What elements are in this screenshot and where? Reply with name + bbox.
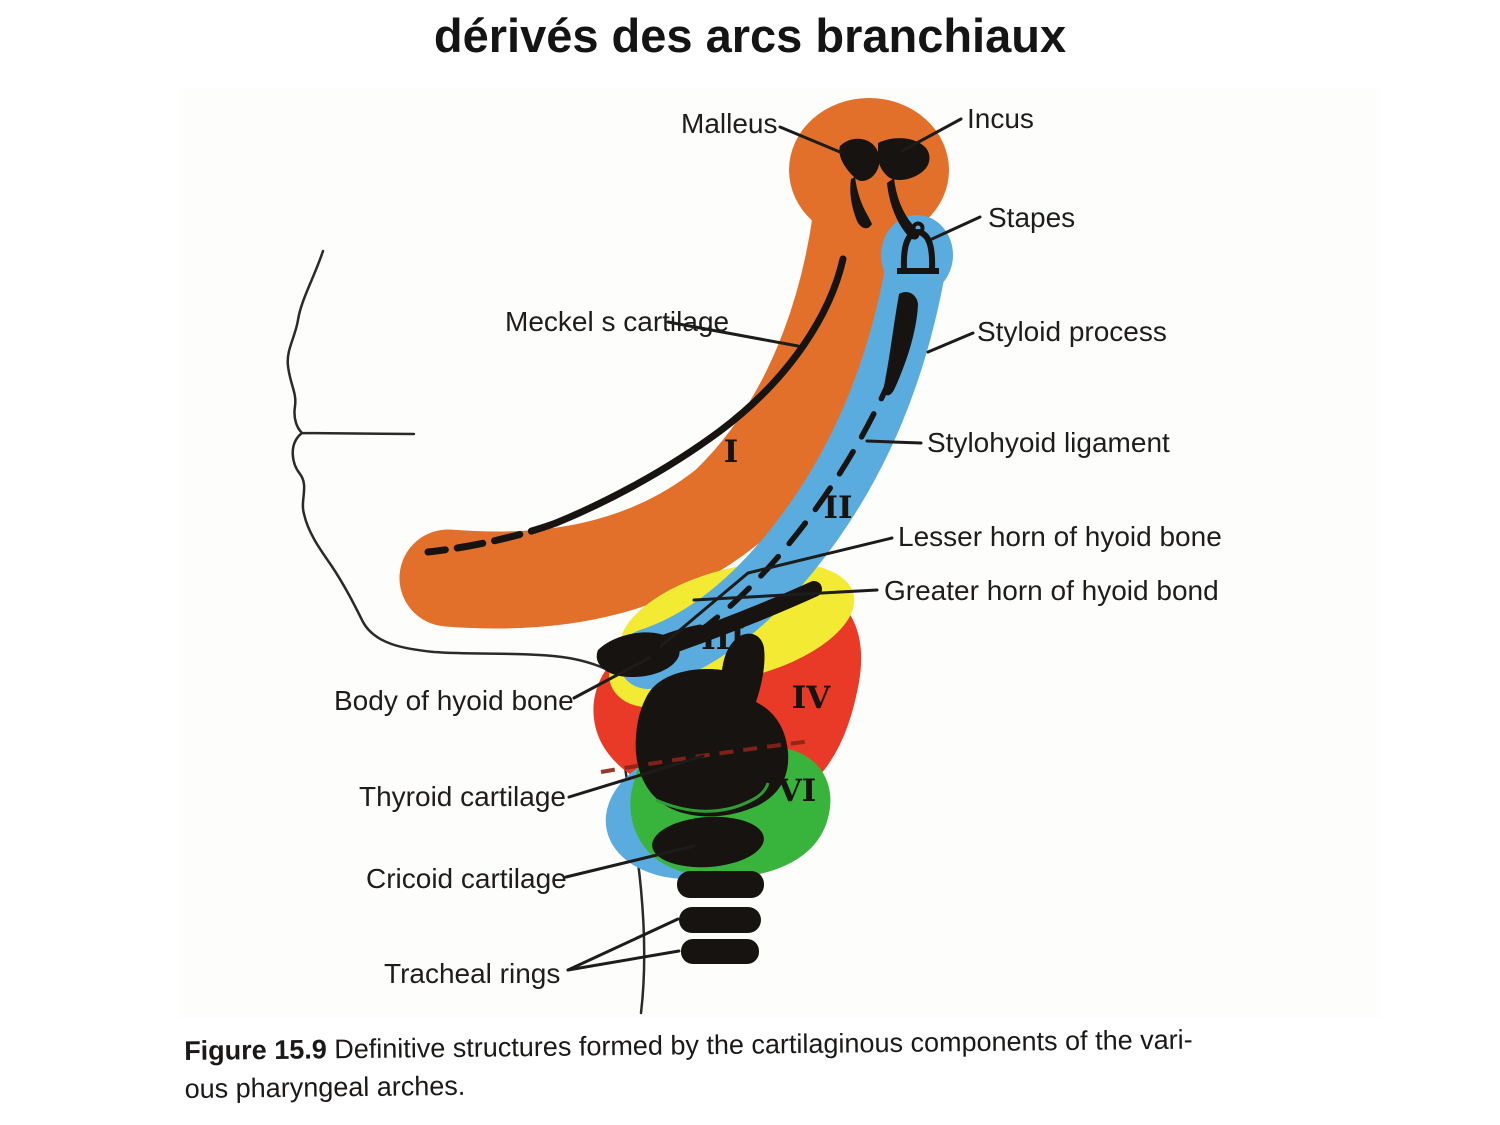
label-stapes: Stapes xyxy=(988,202,1075,233)
tracheal-ring-1 xyxy=(677,871,764,898)
caption-text-1: Definitive structures formed by the cart… xyxy=(326,1024,1193,1065)
tracheal-leader-1 xyxy=(566,917,680,972)
meckel-cartilage-line xyxy=(552,255,847,527)
greater-horn-shape xyxy=(622,581,822,668)
caption-text-2: ous pharyngeal arches. xyxy=(184,1070,466,1104)
tracheal-ring-3 xyxy=(681,939,759,964)
cricoid-cartilage-shape xyxy=(652,816,764,868)
label-thyroid: Thyroid cartilage xyxy=(359,781,566,812)
figure-labels: Malleus Incus Stapes Meckel s cartilage … xyxy=(334,103,1222,989)
malleus-shape xyxy=(839,138,880,229)
label-body-hyoid: Body of hyoid bone xyxy=(334,685,574,716)
stapes-leader xyxy=(930,215,982,241)
stapes-head xyxy=(911,221,925,235)
tracheal-rings-shapes xyxy=(677,871,764,964)
numeral-arch2: II xyxy=(823,490,852,526)
numeral-arch6: VI xyxy=(777,773,817,809)
thyroid-cricoid-separation xyxy=(655,782,770,813)
greater-horn-leader xyxy=(692,588,879,602)
incus-leader xyxy=(900,117,963,153)
meckel-cartilage-line-dashed xyxy=(424,519,560,556)
label-tracheal: Tracheal rings xyxy=(384,958,560,989)
label-incus: Incus xyxy=(967,103,1034,134)
arch-boundary-dashed-line xyxy=(600,739,813,774)
numeral-arch4: IV xyxy=(792,680,832,716)
malleus-leader xyxy=(778,125,842,154)
tracheal-leader-2 xyxy=(566,949,681,972)
meckel-leader xyxy=(666,320,800,348)
incus-shape xyxy=(878,138,930,240)
figure-caption: Figure 15.9 Definitive structures formed… xyxy=(184,1018,1405,1108)
body-hyoid-leader xyxy=(572,656,651,700)
page-title: dérivés des arcs branchiaux xyxy=(433,9,1067,62)
tracheal-ring-2 xyxy=(679,907,761,933)
label-meckel: Meckel s cartilage xyxy=(505,306,729,337)
arch1-band xyxy=(399,123,915,629)
caption-figure-label: Figure 15.9 xyxy=(184,1034,327,1066)
leader-lines xyxy=(564,117,982,972)
label-styloid: Styloid process xyxy=(977,316,1167,347)
cricoid-leader xyxy=(564,844,696,879)
label-malleus: Malleus xyxy=(681,108,777,139)
label-stylohyoid: Stylohyoid ligament xyxy=(927,427,1170,458)
label-greater-horn: Greater horn of hyoid bond xyxy=(884,575,1219,606)
numeral-arch3: III xyxy=(701,621,745,657)
numeral-arch1: I xyxy=(724,434,739,470)
styloid-process-shape xyxy=(883,292,918,396)
stapes-shape xyxy=(897,221,939,274)
arch-numerals: I II III IV VI xyxy=(701,434,852,809)
lesser-horn-leader xyxy=(659,536,894,648)
styloid-leader xyxy=(926,331,975,354)
thyroid-cartilage-shape xyxy=(635,633,789,817)
hyoid-bone-shapes xyxy=(596,581,822,678)
label-cricoid: Cricoid cartilage xyxy=(366,863,567,894)
label-lesser-horn: Lesser horn of hyoid bone xyxy=(898,521,1222,552)
thyroid-leader xyxy=(567,754,705,799)
stylohyoid-leader xyxy=(865,439,923,445)
